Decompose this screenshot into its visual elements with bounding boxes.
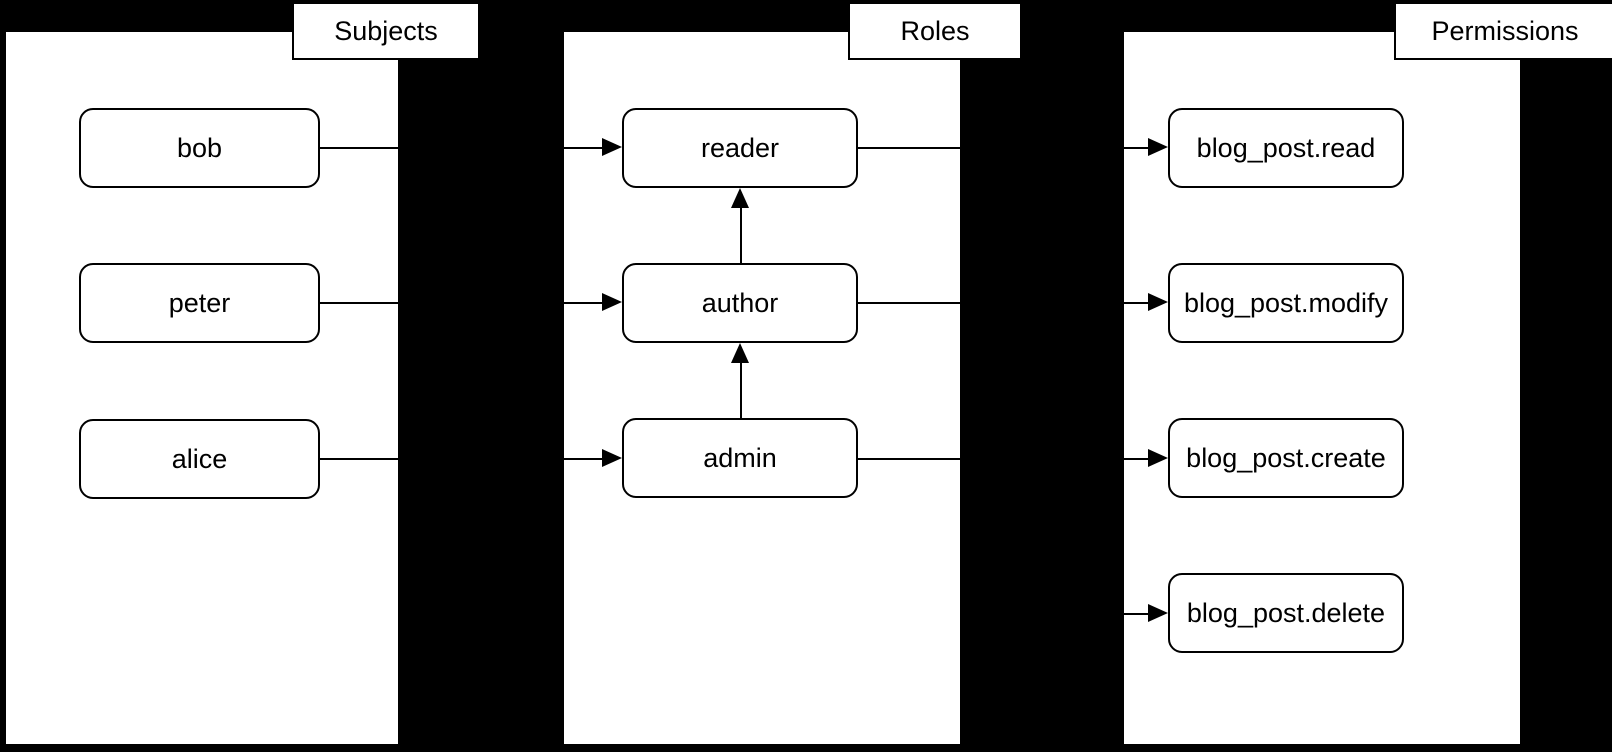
- edge-admin-to-delete-arrowhead: [1148, 604, 1168, 622]
- edge-peter-to-author-seg2: [556, 302, 602, 304]
- edge-author-to-reader-arrowhead: [731, 188, 749, 208]
- panel-label-subjects: Subjects: [292, 2, 480, 60]
- panel-label-roles: Roles: [848, 2, 1022, 60]
- node-blog-post-create[interactable]: blog_post.create: [1168, 418, 1404, 498]
- node-author-label: author: [701, 287, 779, 318]
- edge-author-to-reader-line: [740, 208, 742, 263]
- edge-admin-to-author-arrowhead: [731, 343, 749, 363]
- edge-bob-to-reader-arrowhead: [602, 138, 622, 156]
- edge-reader-to-read-arrowhead: [1148, 138, 1168, 156]
- node-reader[interactable]: reader: [622, 108, 858, 188]
- edge-peter-to-author-arrowhead: [602, 293, 622, 311]
- edge-author-to-modify-arrowhead: [1148, 293, 1168, 311]
- edge-admin-to-create-arrowhead: [1148, 449, 1168, 467]
- node-blog-post-delete[interactable]: blog_post.delete: [1168, 573, 1404, 653]
- node-bob[interactable]: bob: [79, 108, 320, 188]
- node-admin[interactable]: admin: [622, 418, 858, 498]
- edge-alice-to-admin-seg1: [320, 458, 398, 460]
- edge-bob-to-reader-seg2: [556, 147, 602, 149]
- edge-bob-to-reader-seg1: [320, 147, 398, 149]
- node-alice[interactable]: alice: [79, 419, 320, 499]
- node-peter-label: peter: [168, 287, 231, 318]
- edge-alice-to-admin-seg2: [556, 458, 602, 460]
- edge-author-to-modify-seg2: [1100, 302, 1148, 304]
- node-blog-post-delete-label: blog_post.delete: [1186, 597, 1386, 628]
- node-peter[interactable]: peter: [79, 263, 320, 343]
- edge-reader-to-read-seg2: [1100, 147, 1148, 149]
- node-blog-post-read-label: blog_post.read: [1196, 132, 1376, 163]
- panel-label-subjects-text: Subjects: [334, 15, 438, 46]
- edge-alice-to-admin-arrowhead: [602, 449, 622, 467]
- edge-reader-to-read-seg1: [858, 147, 960, 149]
- panel-label-permissions-text: Permissions: [1431, 15, 1579, 46]
- node-blog-post-read[interactable]: blog_post.read: [1168, 108, 1404, 188]
- node-blog-post-create-label: blog_post.create: [1186, 442, 1386, 473]
- edge-admin-to-delete-seg2: [1120, 613, 1148, 615]
- node-author[interactable]: author: [622, 263, 858, 343]
- node-bob-label: bob: [176, 132, 223, 163]
- panel-label-permissions: Permissions: [1394, 2, 1612, 60]
- edge-admin-to-create-seg2: [1100, 458, 1148, 460]
- panel-label-roles-text: Roles: [900, 15, 970, 46]
- node-blog-post-modify[interactable]: blog_post.modify: [1168, 263, 1404, 343]
- node-admin-label: admin: [703, 442, 777, 473]
- edge-admin-to-author-line: [740, 363, 742, 418]
- node-reader-label: reader: [700, 132, 780, 163]
- edge-peter-to-author-seg1: [320, 302, 398, 304]
- node-alice-label: alice: [171, 443, 228, 474]
- node-blog-post-modify-label: blog_post.modify: [1183, 287, 1389, 318]
- edge-admin-to-create-seg1: [858, 458, 960, 460]
- edge-author-to-modify-seg1: [858, 302, 960, 304]
